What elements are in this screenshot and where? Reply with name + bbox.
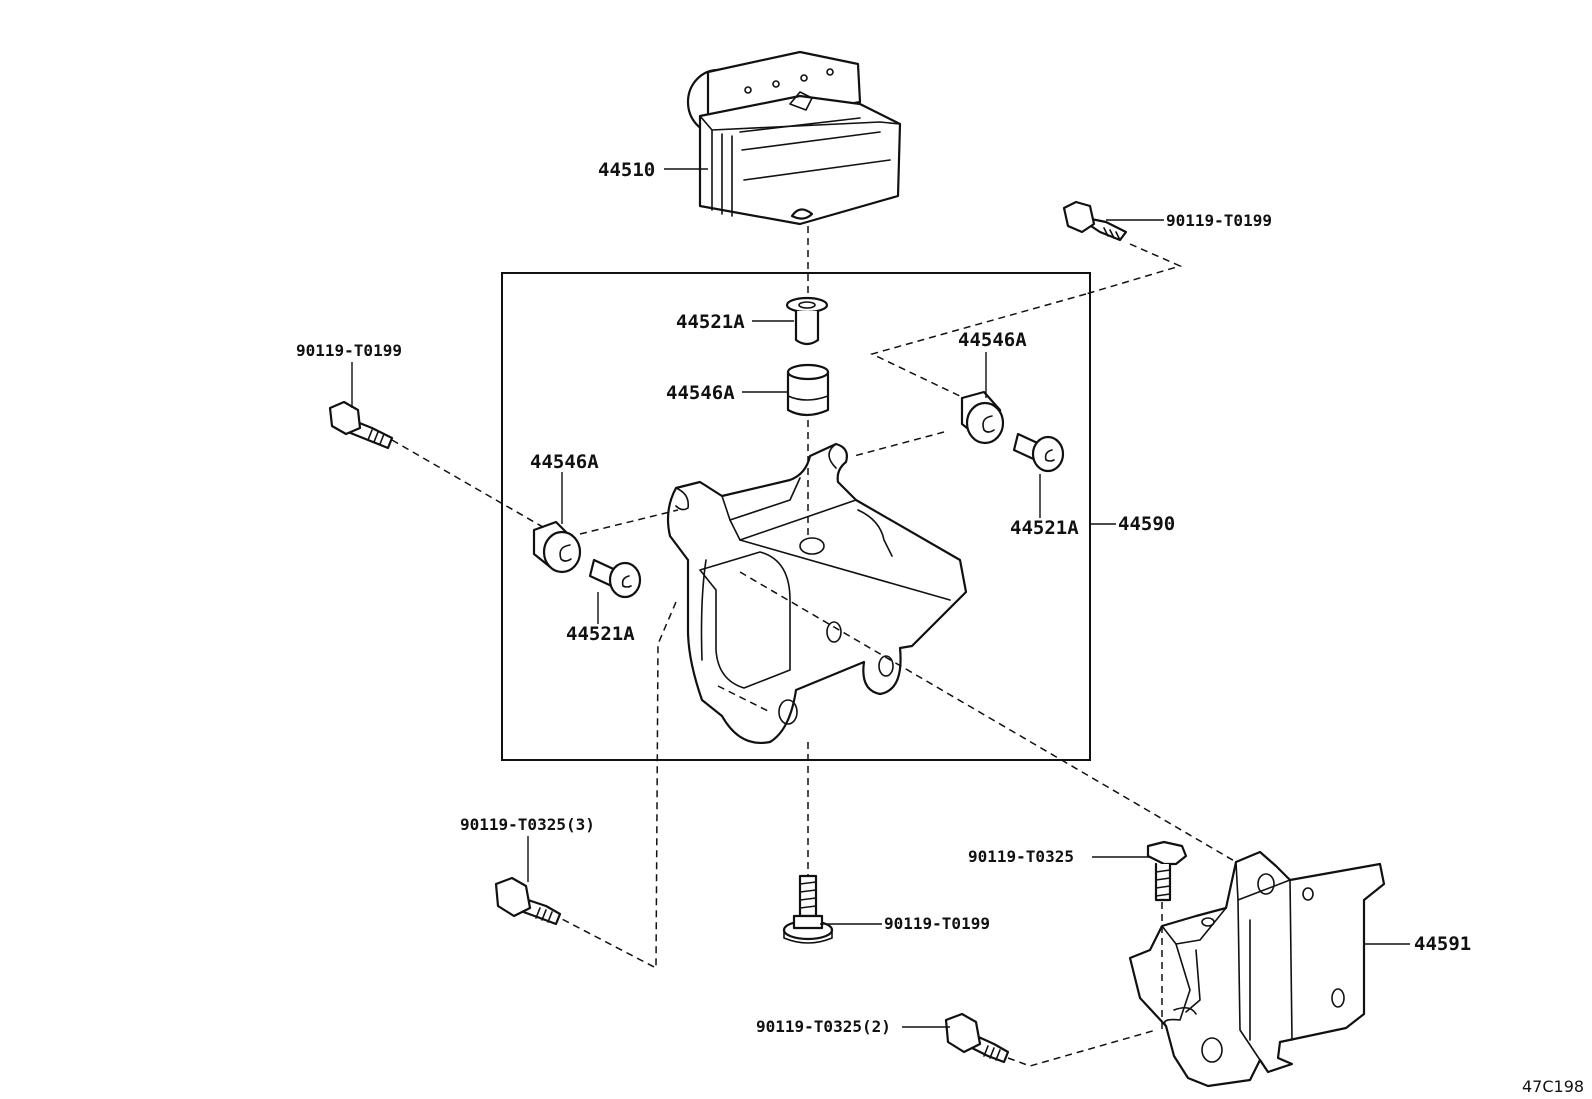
cushion-top-part <box>786 363 830 417</box>
assembly-frame <box>501 272 1091 761</box>
label-bolt-top-right: 90119-T0199 <box>1166 211 1272 230</box>
label-collar-top: 44521A <box>676 311 745 333</box>
label-abs-actuator: 44510 <box>598 159 655 181</box>
bolt-bottom-left-part <box>494 876 562 926</box>
label-bolt-left: 90119-T0199 <box>296 341 402 360</box>
label-bolt-bottom-left: 90119-T0325(3) <box>460 815 595 834</box>
label-collar-right: 44521A <box>1010 517 1079 539</box>
bolt-top-right-part <box>1062 200 1128 242</box>
bracket-44590-part <box>666 442 968 745</box>
label-bolt-bottom-right-upper: 90119-T0325 <box>968 847 1074 866</box>
part-labels: 44510 90119-T0199 90119-T0199 44521A 445… <box>296 159 1584 1096</box>
collar-left-part <box>588 558 642 599</box>
abs-actuator-part <box>686 50 902 226</box>
cushion-left-part <box>532 520 582 574</box>
label-bracket-assembly: 44590 <box>1118 513 1175 535</box>
label-stud-bottom-center: 90119-T0199 <box>884 914 990 933</box>
stud-bottom-center-part <box>782 874 834 944</box>
bracket-44591-part <box>1128 850 1386 1088</box>
label-cushion-top: 44546A <box>666 382 735 404</box>
label-cushion-left: 44546A <box>530 451 599 473</box>
reference-code: 47C198 <box>1522 1077 1584 1096</box>
assembly-lines <box>391 226 1237 1067</box>
label-collar-left: 44521A <box>566 623 635 645</box>
label-bracket-lower: 44591 <box>1414 933 1471 955</box>
label-cushion-right: 44546A <box>958 329 1027 351</box>
bolt-left-part <box>328 400 394 450</box>
collar-top-part <box>785 296 829 346</box>
bolt-bottom-right-lower-part <box>944 1012 1010 1064</box>
cushion-right-part <box>960 390 1005 445</box>
label-bolt-bottom-right-lower: 90119-T0325(2) <box>756 1017 891 1036</box>
leader-lines <box>351 168 1410 1028</box>
bolt-bottom-right-upper-part <box>1146 840 1188 902</box>
collar-right-part <box>1012 432 1065 473</box>
